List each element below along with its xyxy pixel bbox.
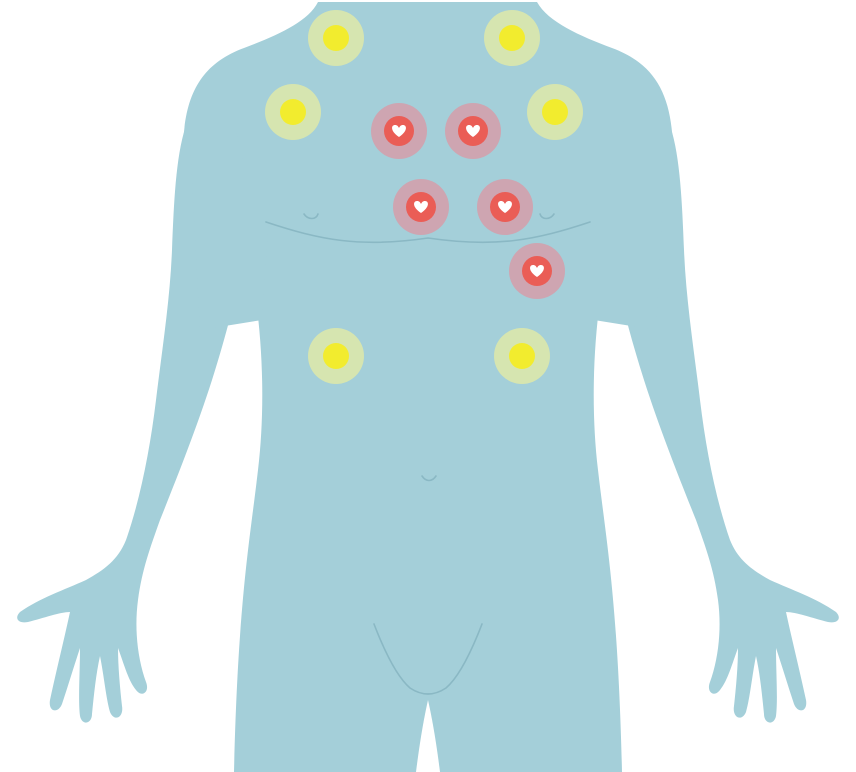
body-silhouette	[17, 2, 839, 772]
torso	[172, 2, 684, 772]
chest-electrode-v3	[393, 179, 449, 235]
limb-electrode-right-shoulder	[265, 84, 321, 140]
limb-electrode-left-shoulder-upper	[484, 10, 540, 66]
limb-electrode-right-shoulder-upper	[308, 10, 364, 66]
limb-electrode-right-abdomen	[308, 328, 364, 384]
chest-electrode-v2	[445, 103, 501, 159]
chest-electrode-v4	[477, 179, 533, 235]
chest-electrode-v1	[371, 103, 427, 159]
chest-electrode-v5	[509, 243, 565, 299]
limb-electrode-left-abdomen	[494, 328, 550, 384]
limb-electrode-left-shoulder	[527, 84, 583, 140]
